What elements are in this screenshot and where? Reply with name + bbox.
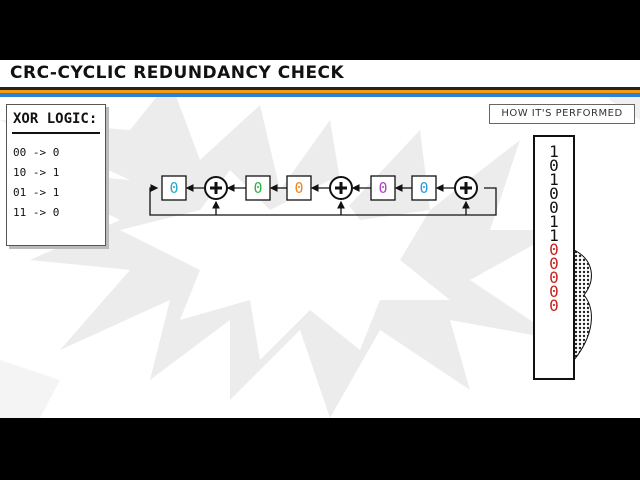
- xor-gate: [329, 176, 353, 200]
- title-stripe-dark: [0, 87, 640, 90]
- slide: CRC-CYCLIC REDUNDANCY CHECK XOR LOGIC: 0…: [0, 60, 640, 418]
- title-stripe-blue: [0, 93, 640, 97]
- register-cell: 0: [161, 175, 187, 201]
- register-value: 0: [253, 179, 262, 197]
- halftone-pattern-decor: [574, 250, 592, 360]
- register-cell: 0: [370, 175, 396, 201]
- xor-gate: [454, 176, 478, 200]
- bit: 1: [549, 226, 559, 245]
- bit: 0: [549, 254, 559, 273]
- xor-gate: [204, 176, 228, 200]
- bit: 1: [549, 142, 559, 161]
- bit: 0: [549, 268, 559, 287]
- xor-rule: 11 -> 0: [13, 206, 60, 219]
- bit: 1: [549, 170, 559, 189]
- register-cell: 0: [411, 175, 437, 201]
- bit: 0: [549, 156, 559, 175]
- xor-rule: 10 -> 1: [13, 166, 60, 179]
- bit: 1: [549, 212, 559, 231]
- how-its-performed-tab: HOW IT'S PERFORMED: [489, 104, 635, 124]
- bit: 0: [549, 240, 559, 259]
- register-cell: 0: [245, 175, 271, 201]
- xor-logic-panel: XOR LOGIC: 00 -> 0 10 -> 1 01 -> 1 11 ->…: [6, 104, 106, 246]
- xor-title-underline: [12, 132, 100, 134]
- bit: 0: [549, 282, 559, 301]
- register-value: 0: [294, 179, 303, 197]
- xor-rule-list: 00 -> 0 10 -> 1 01 -> 1 11 -> 0: [13, 143, 59, 223]
- register-value: 0: [378, 179, 387, 197]
- bit: 0: [549, 184, 559, 203]
- register-cell: 0: [286, 175, 312, 201]
- slide-title: CRC-CYCLIC REDUNDANCY CHECK: [10, 63, 345, 83]
- xor-logic-title: XOR LOGIC:: [13, 111, 98, 127]
- title-stripe-orange: [0, 90, 640, 93]
- register-value: 0: [419, 179, 428, 197]
- register-chain: 0 0 0 0 0: [161, 175, 478, 201]
- feedback-wires: [149, 184, 497, 216]
- bit: 0: [549, 296, 559, 315]
- title-bar: CRC-CYCLIC REDUNDANCY CHECK: [0, 60, 640, 90]
- register-value: 0: [169, 179, 178, 197]
- xor-rule: 01 -> 1: [13, 186, 60, 199]
- xor-rule: 00 -> 0: [13, 146, 60, 159]
- crc-shift-register-diagram: 0 0 0 0 0: [149, 175, 497, 216]
- bit: 0: [549, 198, 559, 217]
